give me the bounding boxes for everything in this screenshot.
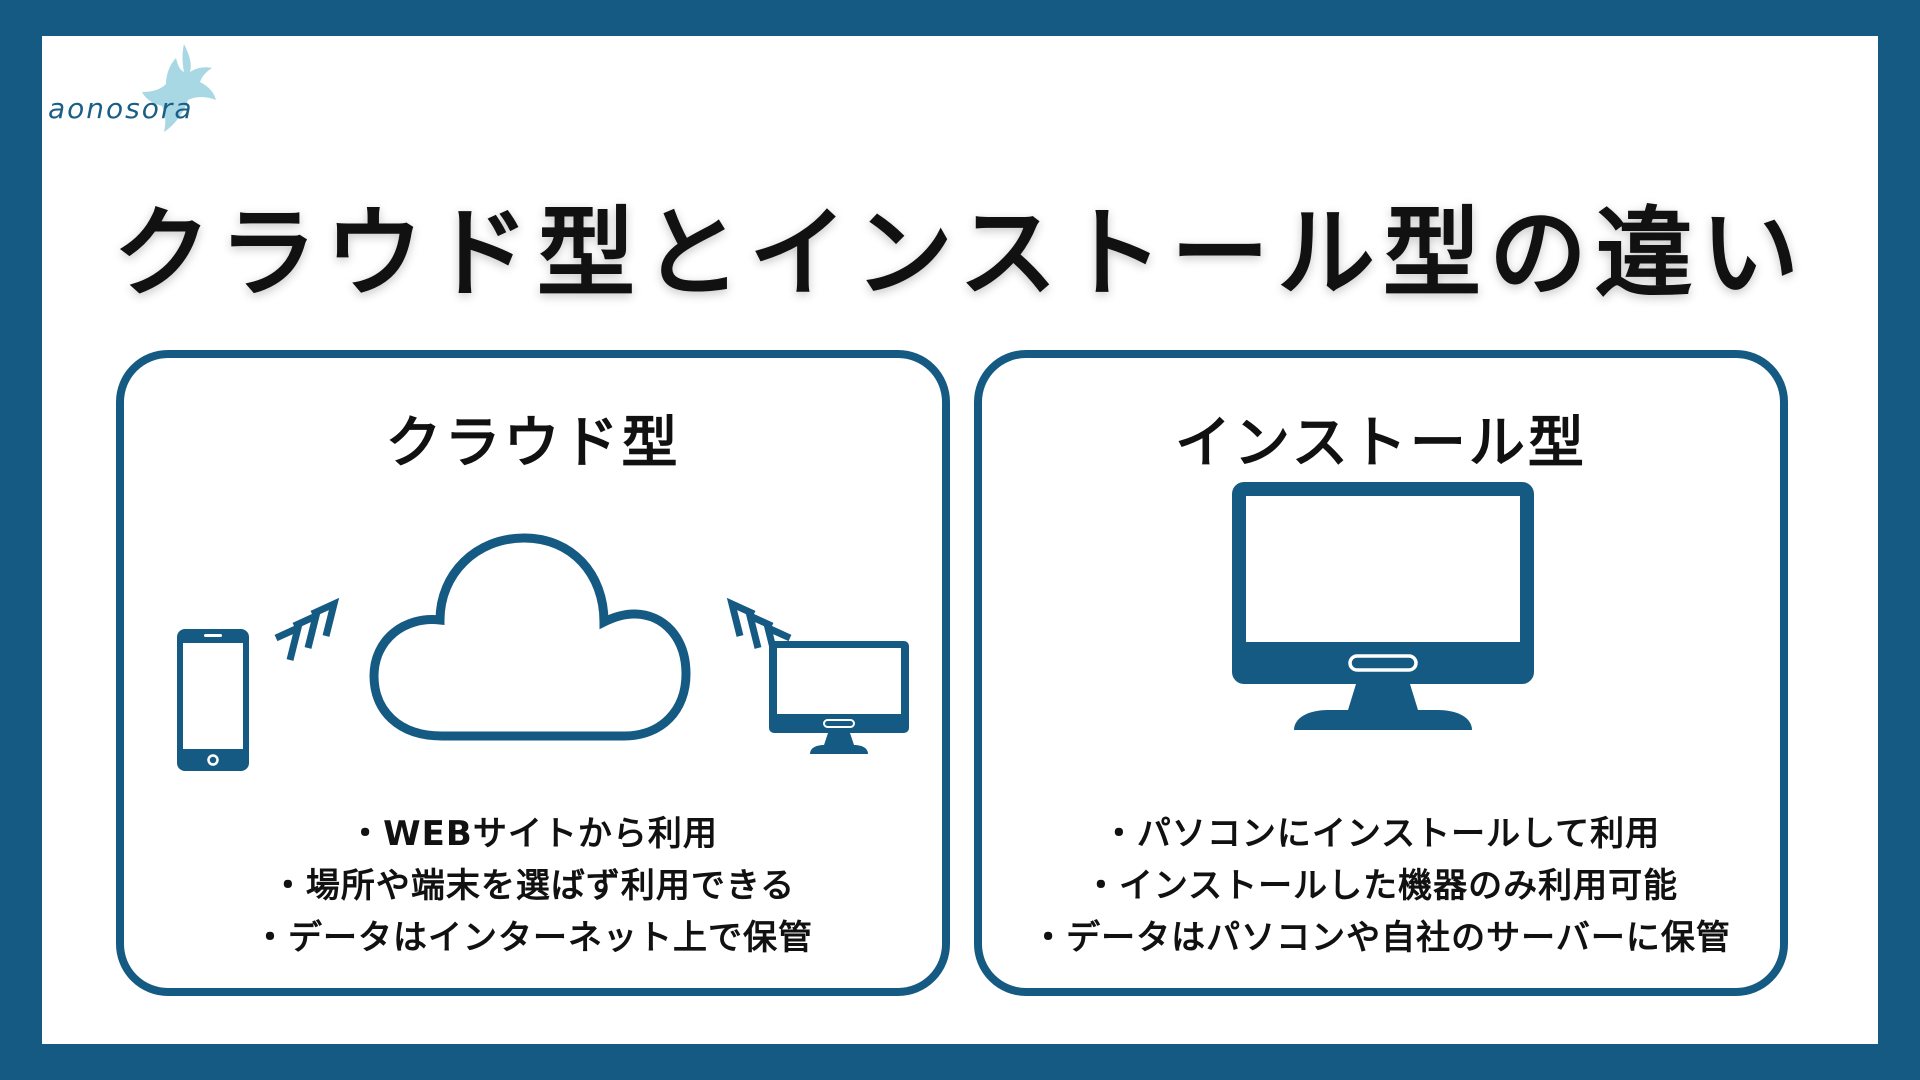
monitor-icon: [769, 641, 909, 754]
cloud-icon: [369, 533, 691, 741]
list-item: ・データはインターネット上で保管: [253, 918, 813, 958]
install-points: ・パソコンにインストールして利用 ・インストールした機器のみ利用可能 ・データは…: [982, 808, 1780, 964]
signal-arrows-icon: [274, 598, 340, 661]
slide: aonosora クラウド型とインストール型の違い クラウド型: [42, 36, 1878, 1044]
cloud-panel: クラウド型: [116, 350, 950, 996]
install-heading: インストール型: [1175, 411, 1587, 476]
list-item: ・WEBサイトから利用: [348, 814, 718, 854]
list-item: ・データはパソコンや自社のサーバーに保管: [1031, 918, 1731, 958]
brand-logo: aonosora: [48, 40, 268, 170]
list-item: ・場所や端末を選ばず利用できる: [270, 866, 796, 906]
bird-icon: [142, 44, 216, 132]
smartphone-icon: [177, 629, 249, 771]
cloud-points: ・WEBサイトから利用 ・場所や端末を選ばず利用できる ・データはインターネット…: [124, 808, 942, 964]
cloud-heading: クラウド型: [385, 411, 681, 476]
page-title: クラウド型とインストール型の違い: [112, 197, 1808, 311]
list-item: ・パソコンにインストールして利用: [1101, 814, 1661, 854]
monitor-icon: [1232, 482, 1534, 730]
install-panel: インストール型 ・パソコンにインストールして利用 ・インストールした機器のみ利用…: [974, 350, 1788, 996]
brand-name: aonosora: [48, 92, 194, 125]
list-item: ・インストールした機器のみ利用可能: [1083, 866, 1679, 906]
